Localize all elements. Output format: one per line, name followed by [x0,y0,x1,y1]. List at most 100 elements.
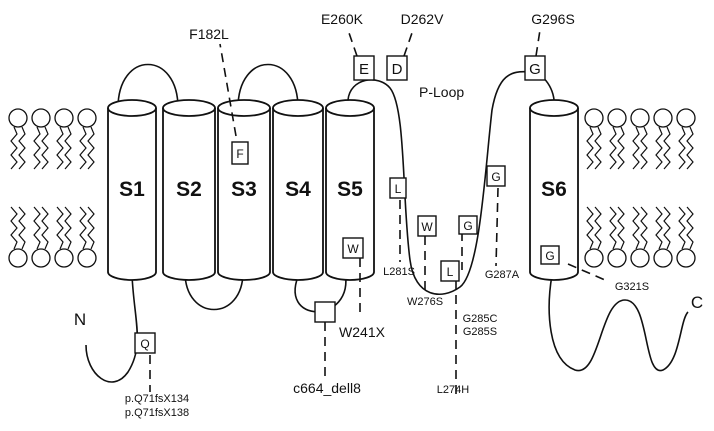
lipid-tail [663,126,671,170]
lipid-tail [87,126,95,170]
lipid-tail [632,206,640,250]
helix-label-s5: S5 [337,178,363,201]
lipid-tail [56,206,64,250]
residue-w-a: W [421,220,433,234]
lipid-tail [79,126,87,170]
lipid-tail [609,206,617,250]
residue-f: F [236,147,243,161]
p-loop-chain [347,70,556,295]
mutation-q71fsx138: p.Q71fsX138 [125,407,189,419]
mutation-w276s: W276S [407,296,443,308]
lipid-tail [56,126,64,170]
mutation-g287a: G287A [485,269,520,281]
c-terminus-chain [548,274,689,372]
lipid-tail [64,126,72,170]
lipid-tail [33,206,41,250]
residue-boxes [134,55,560,354]
lipid-tail [18,126,26,170]
lipid-tail [640,126,648,170]
residue-box-d [386,55,408,81]
residue-box-f [231,141,249,165]
residue-g-c: G [545,249,554,263]
residue-q: Q [140,337,149,351]
lipid-tail [41,206,49,250]
loop-s2-s3 [184,271,244,311]
mutation-g296s: G296S [531,11,575,27]
helix-s6: S6 [529,99,579,281]
residue-box-g-top [524,55,546,81]
lipid-tail [586,206,594,250]
mutation-w241x: W241X [339,324,386,340]
lipid-head [8,248,28,268]
n-terminus-chain [85,274,139,383]
helix-s2: S2 [162,99,216,281]
lipid-head [653,248,673,268]
connecting-loops [85,63,689,383]
mutation-d262v: D262V [401,11,444,27]
helix-label-s6: S6 [541,178,567,201]
mutation-l281s: L281S [383,266,415,278]
lipid-tail [79,206,87,250]
lipid-tail [18,206,26,250]
mutation-q71fsx134: p.Q71fsX134 [125,393,189,405]
n-terminus-label: N [74,310,86,329]
helix-label-s2: S2 [176,178,202,201]
lipid-tail [10,126,18,170]
lipid-tail [64,206,72,250]
c-terminus-label: C [691,293,703,312]
residue-box-q [134,332,156,354]
lipid-head [54,248,74,268]
lipid-tail [41,126,49,170]
helix-label-s4: S4 [285,178,311,201]
mutation-g285s: G285S [463,326,497,338]
residue-g-a: G [463,219,472,233]
mutation-f182l: F182L [189,26,229,42]
residue-d: D [392,61,403,78]
lipid-tail [655,126,663,170]
lipid-head [676,108,696,128]
residue-l-b: L [447,265,454,279]
residue-w-b: W [347,242,359,256]
residue-box-blank [314,301,336,323]
lipid-tail [594,206,602,250]
lipid-tail [87,206,95,250]
helix-s4: S4 [272,99,324,281]
lipid-tail [609,126,617,170]
lipid-bilayer [8,108,696,268]
residue-box-g-b [486,165,506,187]
mutation-e260k: E260K [321,11,364,27]
mutation-c664-dell8: c664_dell8 [293,380,361,396]
lipid-tail [678,126,686,170]
residue-g-top: G [529,61,541,78]
lipid-head [584,248,604,268]
lipid-head [584,108,604,128]
mutation-g321s: G321S [615,281,649,293]
mutation-g285c: G285C [463,313,498,325]
residue-box-w-a [417,215,437,237]
helix-s3: S3 [217,99,271,281]
residue-box-g-c [540,245,560,265]
lipid-head [653,108,673,128]
lipid-head [630,108,650,128]
helix-label-s1: S1 [119,178,145,201]
lipid-tail [655,206,663,250]
residue-l-a: L [395,182,402,196]
helix-s5: S5 [325,99,375,281]
lipid-head [31,248,51,268]
lipid-tail [586,126,594,170]
loop-s1-s2 [117,63,179,109]
lipid-tail [640,206,648,250]
lipid-tail [678,206,686,250]
lipid-head [607,108,627,128]
residue-g-b: G [491,170,500,184]
lipid-tail [594,126,602,170]
lipid-head [676,248,696,268]
residue-box-l-b [440,260,460,282]
residue-box-w-b [342,237,364,259]
lipid-tail [33,126,41,170]
lipid-head [8,108,28,128]
lipid-head [77,108,97,128]
helix-s1: S1 [107,99,157,281]
loop-s3-s4 [237,63,299,109]
